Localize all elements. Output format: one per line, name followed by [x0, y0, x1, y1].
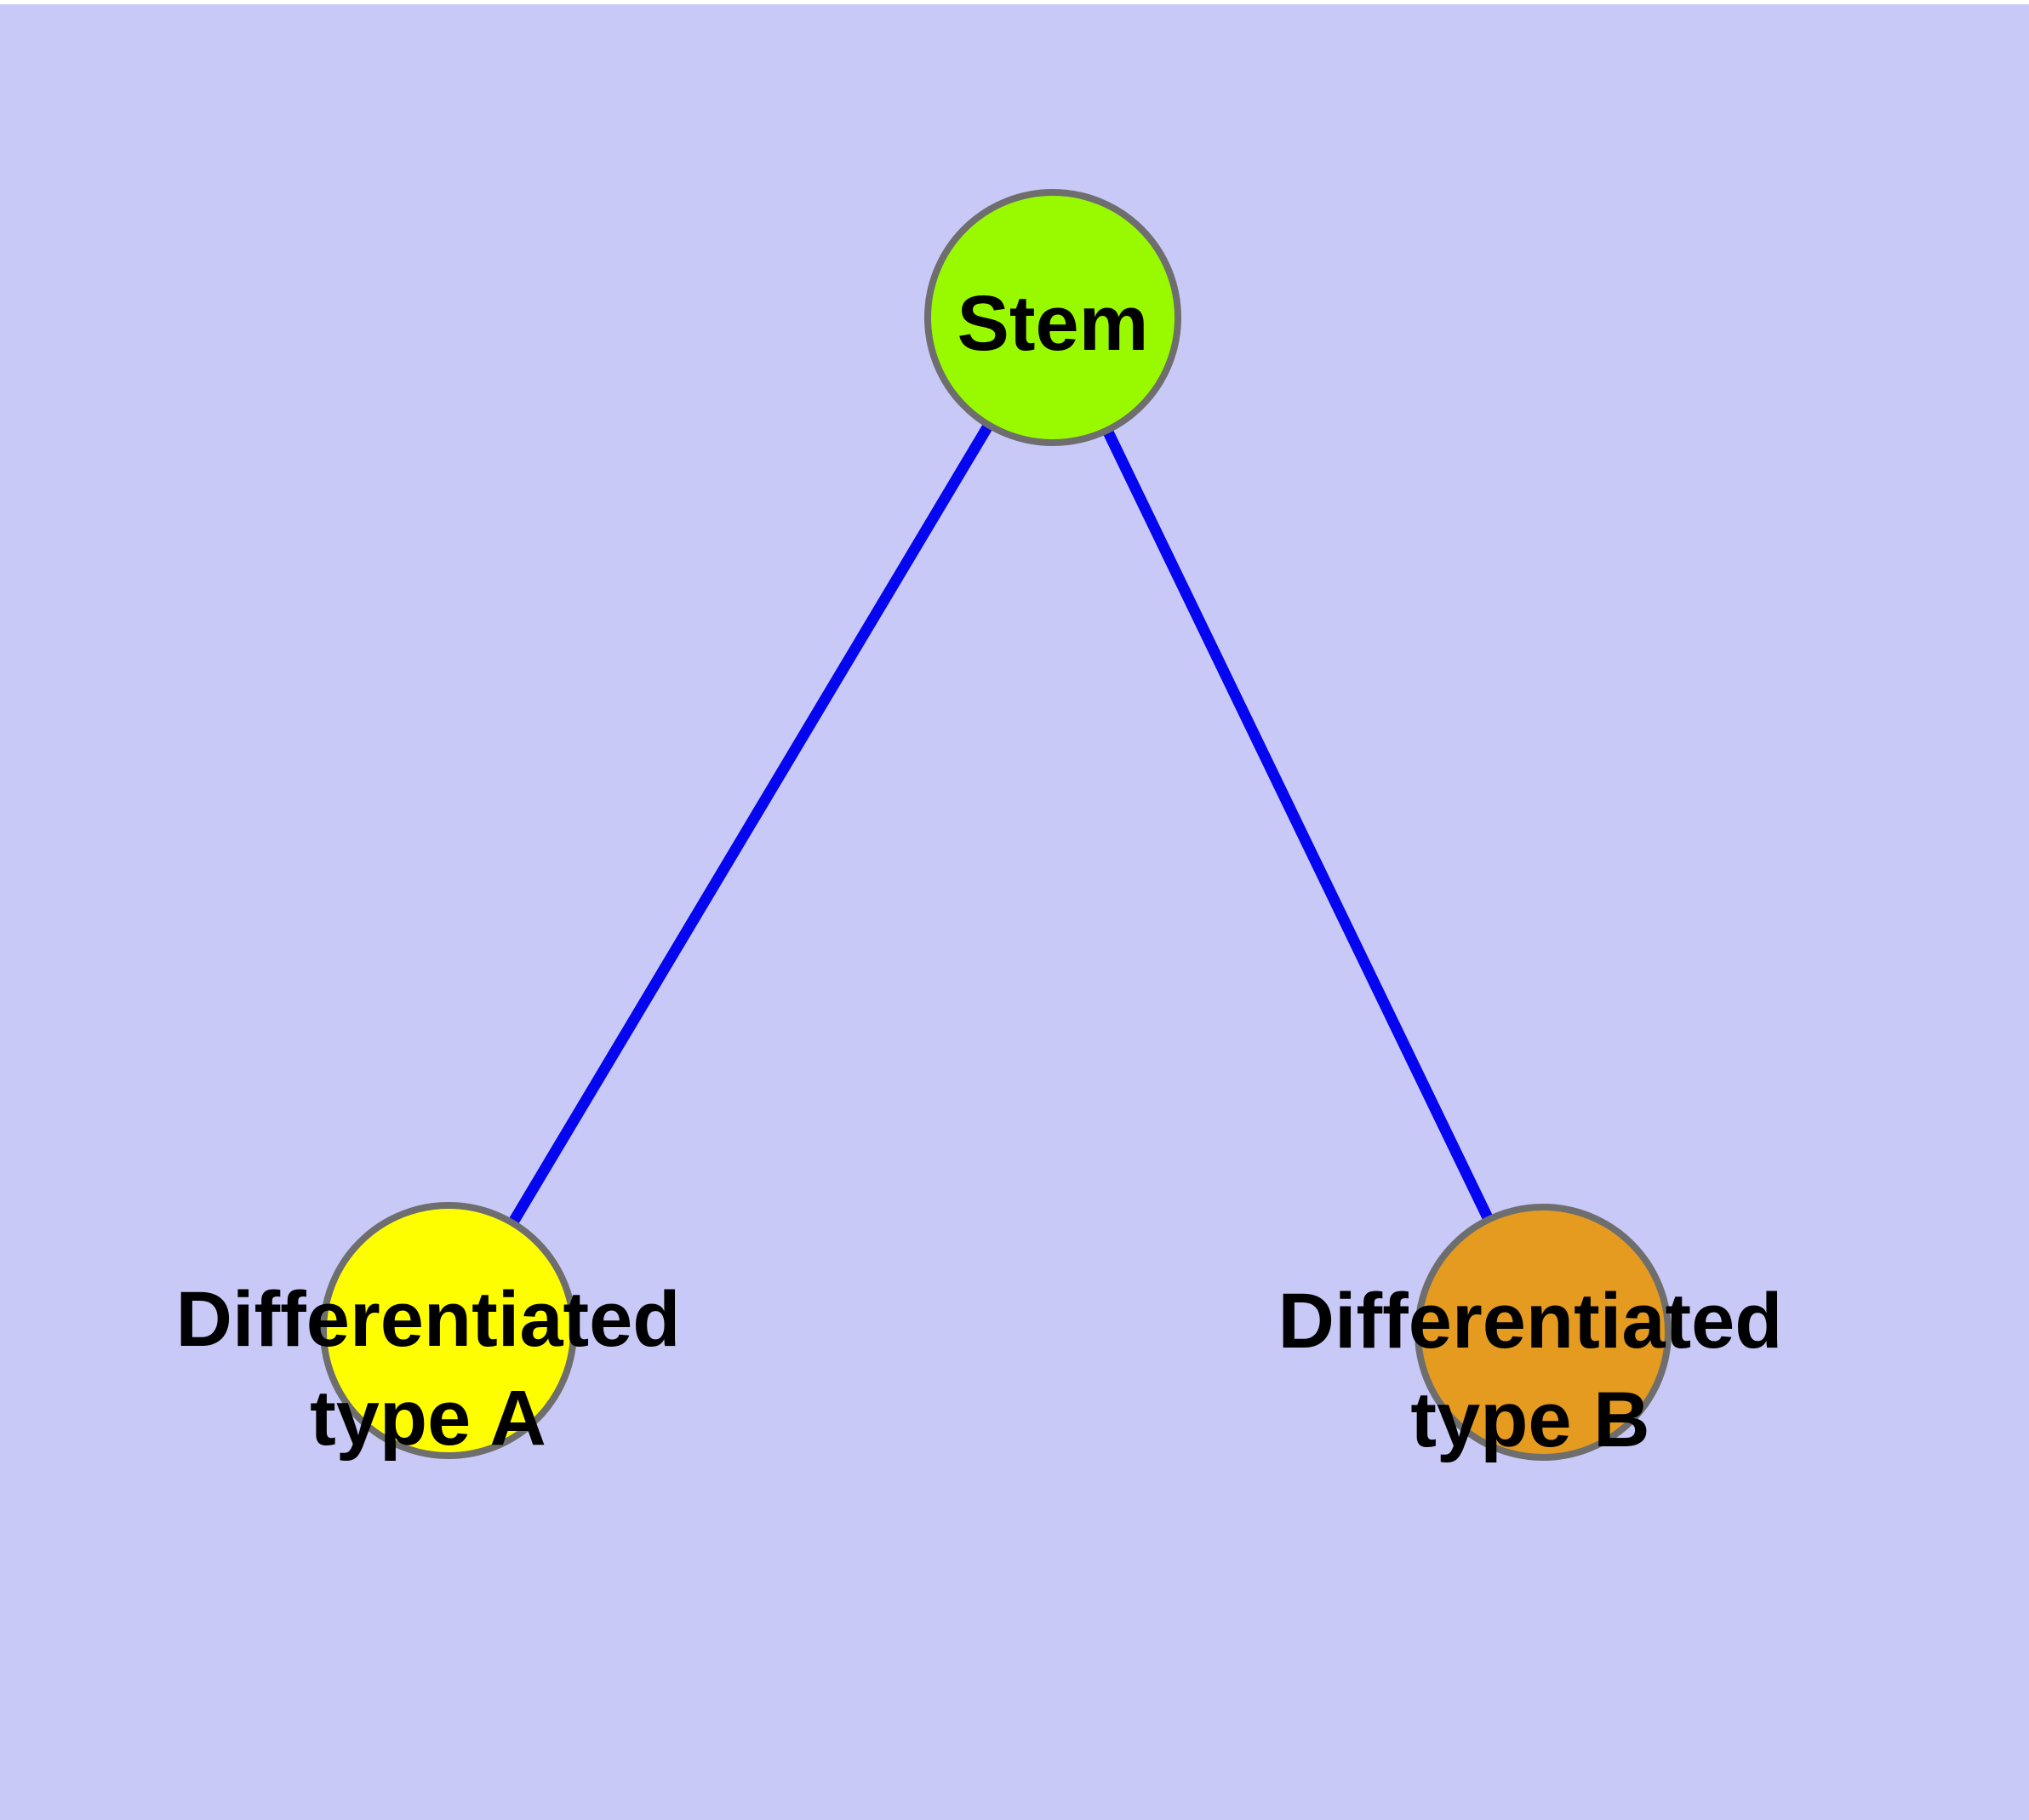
node-label-diff-b-line1: Differentiated	[1278, 1278, 1783, 1365]
node-diff-b	[1415, 1204, 1672, 1461]
node-stem	[924, 189, 1181, 446]
node-diff-a	[320, 1202, 577, 1459]
node-label-stem-line1: Stem	[957, 280, 1149, 367]
edge-stem-diff-a	[443, 314, 1058, 1334]
node-label-diff-a-line2: type A	[310, 1375, 546, 1462]
node-label-diff-a-line1: Differentiated	[176, 1276, 681, 1363]
edge-stem-diff-b	[1048, 315, 1548, 1335]
node-label-diff-b-line2: type B	[1410, 1376, 1649, 1463]
top-margin-strip	[0, 0, 2029, 4]
